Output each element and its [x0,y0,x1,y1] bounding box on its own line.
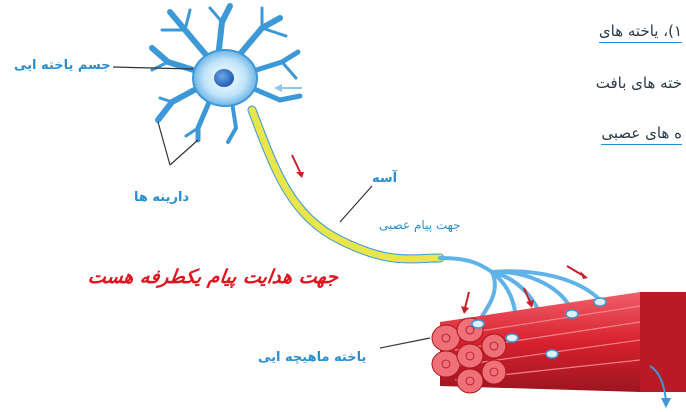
muscle-fiber [432,292,686,393]
myelin-sheath [252,110,440,259]
side-text-line-2: خته های بافت [596,74,682,92]
side-text-line-1: ۱)، یاخته های [599,22,682,43]
label-dendrites: دارینه ها [134,190,189,205]
fiber-arrowhead [661,398,671,408]
one-way-conduction-note: جهت هدایت پیام یکطرفه هست [86,266,339,288]
label-impulse-direction: جهت پیام عصبی [379,218,461,232]
label-axon: آسه [372,171,397,186]
soma-arrowhead [274,84,282,92]
side-text-line-3: ه های عصبی [601,124,682,145]
nucleus [214,69,234,87]
label-cell-body: جسم یاخته ایی [14,58,111,73]
label-muscle-cell: یاخته ماهیچه ایی [258,350,366,365]
leader-lines [113,67,430,348]
